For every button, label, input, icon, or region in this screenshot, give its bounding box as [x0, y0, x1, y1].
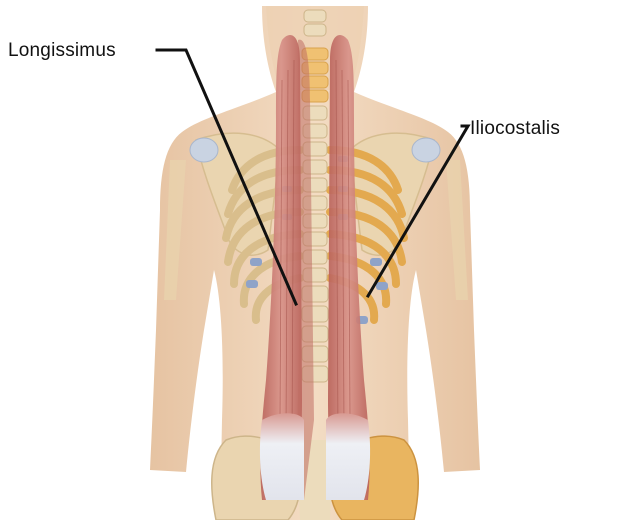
- label-iliocostalis: Iliocostalis: [470, 118, 560, 140]
- label-longissimus: Longissimus: [8, 40, 116, 62]
- pelvis: [212, 436, 419, 520]
